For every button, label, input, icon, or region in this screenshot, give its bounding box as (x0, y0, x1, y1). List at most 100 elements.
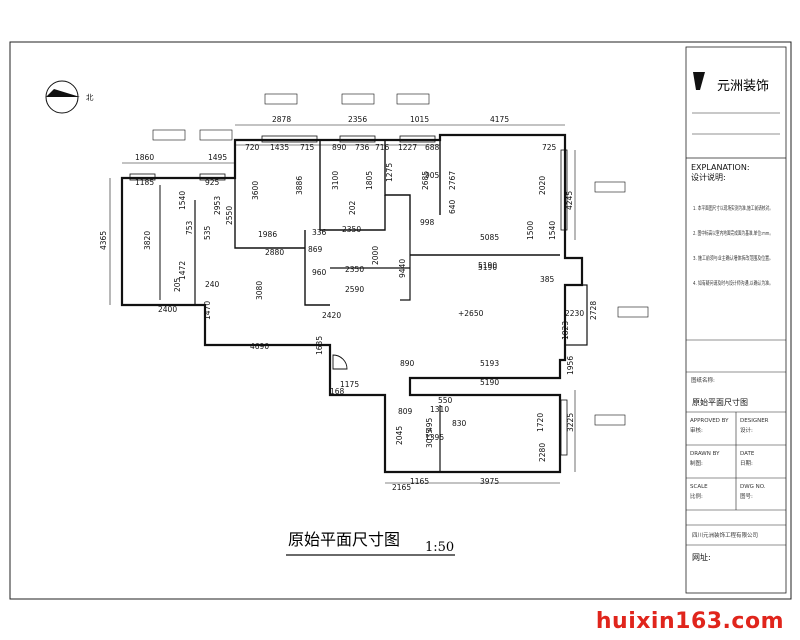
dimension-label: 3975 (480, 477, 499, 486)
section-tag (341, 93, 375, 105)
title-block-fields: APPROVED BY 审核: DESIGNER 设计: DRAWN BY 制图… (686, 412, 786, 511)
interior-wall (319, 140, 386, 231)
dimension-label: 1472 (178, 261, 187, 280)
dimension-label: 720 (245, 143, 260, 152)
dimension-label: 385 (540, 275, 555, 284)
dimension-label: 1175 (340, 380, 359, 389)
drawing-scale: 1:50 (425, 540, 454, 555)
dimension-label: 1540 (178, 191, 187, 210)
dimension-label: 5190 (478, 261, 497, 270)
field-label: DESIGNER (740, 418, 769, 424)
dimension-label: 3035 (425, 429, 434, 448)
footer-company: 四川元洲装饰工程有限公司 (692, 531, 758, 539)
dimension-labels-left: 1860 1495 1185 925 4365 3820 1540 1472 2… (99, 153, 304, 314)
watermark: huixin163.com (595, 609, 784, 634)
section-tag (594, 414, 626, 426)
dimension-label: 2350 (345, 265, 364, 274)
dimension-label: 2020 (538, 176, 547, 195)
dimension-label: 1470 (203, 301, 212, 320)
dimension-label: 2878 (272, 115, 291, 124)
dimension-label: 1635 (315, 336, 324, 355)
exterior-wall (120, 133, 584, 474)
field-label: SCALE (690, 484, 708, 490)
drawing-name: 原始平面尺寸图 (692, 397, 748, 407)
dimension-label: 998 (420, 218, 435, 227)
dimension-label: 5190 (478, 263, 497, 272)
dimension-label: 2165 (392, 483, 411, 492)
window (199, 173, 226, 181)
dimension-label: 2420 (322, 311, 341, 320)
dimension-label: 9440 (398, 259, 407, 278)
dimension-label: 2767 (448, 171, 457, 190)
dimension-labels-top: 2878 2356 1015 4175 720 1435 715 890 736… (245, 115, 557, 152)
section-tag (594, 181, 626, 193)
dimension-label: 550 (438, 396, 453, 405)
sheet-border (9, 41, 792, 600)
field-label: DRAWN BY (690, 451, 720, 457)
window (129, 173, 156, 181)
company-name: 元洲装饰 (717, 79, 769, 94)
explanation-subheading: 设计说明: (691, 172, 726, 182)
dimension-label: 4365 (99, 231, 108, 250)
dimension-label: 715 (300, 143, 315, 152)
dimension-label: 3225 (566, 413, 575, 432)
dimension-label: 5085 (480, 233, 499, 242)
balcony-bay (564, 284, 588, 346)
north-arrow-icon (46, 89, 80, 97)
center-mark: +2650 (458, 309, 484, 318)
entrance-door-icon (332, 354, 348, 370)
field-value: 比例: (690, 492, 703, 500)
field-value: 图号: (740, 492, 753, 500)
dimension-lines (109, 124, 576, 484)
section-tag (617, 306, 649, 318)
company-logo: 元洲装饰 (693, 72, 769, 94)
field-value: 设计: (740, 426, 753, 434)
dimension-label: 1435 (270, 143, 289, 152)
dimension-label: 2880 (265, 248, 284, 257)
window (560, 149, 568, 231)
dimension-label: 202 (348, 200, 357, 215)
dimension-label: 168 (330, 387, 345, 396)
field-label: APPROVED BY (690, 418, 729, 424)
note-line: 4. 如有疑问请及时与设计师沟通,以确认为准。 (693, 279, 773, 287)
dimension-label: 736 (355, 143, 370, 152)
interior-wall (304, 230, 330, 306)
dimension-label: 1823 (561, 321, 570, 340)
dimension-label: 3600 (251, 181, 260, 200)
dimension-label: 1310 (430, 405, 449, 414)
field-value: 制图: (690, 459, 703, 467)
dimension-label: 4690 (250, 342, 269, 351)
dimension-label: 2280 (538, 443, 547, 462)
section-tag (152, 129, 186, 141)
window (399, 135, 436, 143)
dimension-label: 1956 (566, 356, 575, 375)
dimension-label: 336 (312, 228, 327, 237)
website-label: 网址: (692, 552, 711, 562)
dimension-label: 1275 (385, 163, 394, 182)
window (339, 135, 376, 143)
north-arrow: 北 (45, 80, 94, 114)
dimension-label: 5190 (480, 378, 499, 387)
dimension-label: 535 (203, 225, 212, 240)
dimension-label: 1805 (365, 171, 374, 190)
dimension-label: 1015 (410, 115, 429, 124)
window (261, 135, 318, 143)
dimension-label: 1185 (135, 178, 154, 187)
dimension-label: 809 (398, 407, 413, 416)
dimension-label: 1165 (410, 477, 429, 486)
dimension-label: 716 (375, 143, 390, 152)
drawing-name-label: 图纸名称: (691, 376, 715, 384)
dimension-label: 1860 (135, 153, 154, 162)
dimension-label: 4245 (565, 191, 574, 210)
dimension-label: 960 (312, 268, 327, 277)
dimension-label: 2000 (371, 246, 380, 265)
drawing-title: 原始平面尺寸图 (288, 530, 400, 549)
title-block-frame (685, 46, 787, 594)
field-value: 审核: (690, 426, 703, 434)
dimension-label: 205 (173, 277, 182, 292)
dimension-label: 1720 (536, 413, 545, 432)
dimension-label: 640 (448, 199, 457, 214)
dimension-label: 1500 (526, 221, 535, 240)
dimension-label: 925 (205, 178, 220, 187)
